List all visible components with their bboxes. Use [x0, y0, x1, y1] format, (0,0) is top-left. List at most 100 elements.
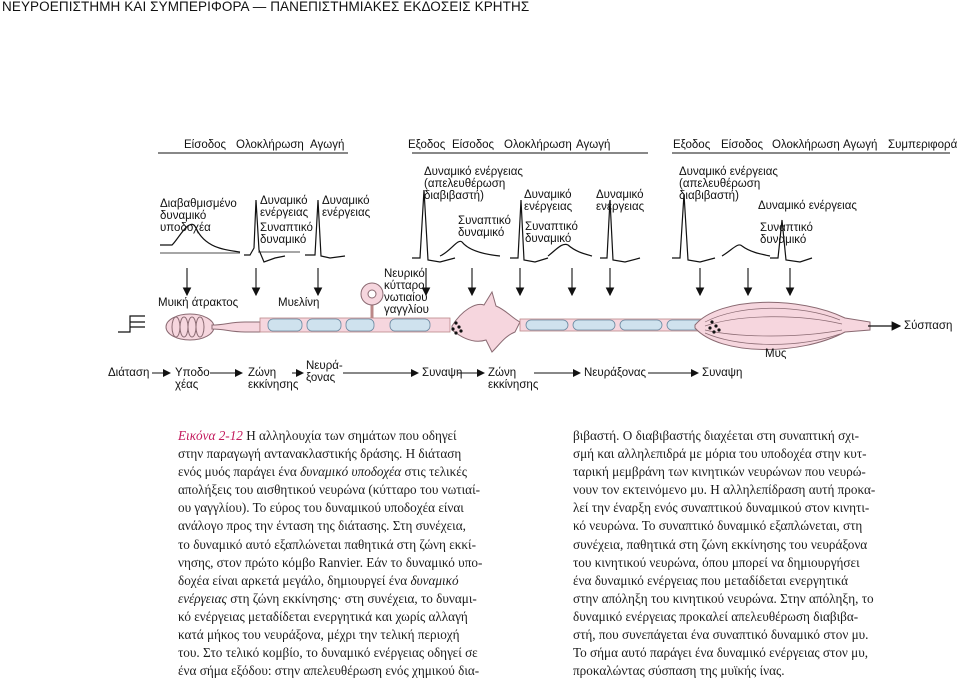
caption-text: του κινητικού νευρώνα, όπου μπορεί να δη… [573, 554, 860, 570]
caption-line: απολήξεις του αισθητικού νευρώνα (κύτταρ… [178, 481, 482, 499]
stage-output-2: Εξοδος [408, 139, 446, 151]
stage-output-3: Εξοδος [673, 139, 711, 151]
caption-line: στή, που συνεπάγεται ένα συναπτικό δυναμ… [573, 626, 875, 644]
caption-line: Το σήμα αυτό παράγει ένα δυναμικό ενέργε… [573, 644, 875, 662]
label-action-potential-4: Δυναμικό ενέργειας [596, 189, 645, 213]
label-contraction: Σύσπαση [904, 320, 953, 332]
stage-behavior: Συμπεριφορά [888, 139, 958, 151]
reflex-figure [118, 152, 950, 377]
caption-line: λεί την έναρξη ενός συναπτικού δυναμικού… [573, 499, 875, 517]
caption-text: λεί την έναρξη ενός συναπτικού δυναμικού… [573, 500, 870, 516]
caption-text: ου γαγγλίου). Το εύρος του δυναμικού υπο… [178, 500, 464, 516]
caption-text: κό ενέργειας μεταδίδεται ενεργητικά και … [178, 608, 468, 624]
caption-italic-term: δυναμικό υποδοχέα [300, 464, 402, 480]
label-graded-potential: Διαβαθμισμένο δυναμικό υποδοχέα [160, 198, 237, 234]
caption-text: Το σήμα αυτό παράγει ένα δυναμικό ενέργε… [573, 645, 869, 661]
label-synapse-1: Συναψη [422, 367, 463, 379]
caption-text: δυναμικό ενέργειας προκαλεί απελευθέρωση… [573, 608, 859, 624]
label-synaptic-potential-2: Συναπτικό δυναμικό [458, 215, 511, 239]
caption-text: συνέχεια, παθητικά στη ζώνη εκκίνησης το… [573, 536, 868, 552]
caption-line: συνέχεια, παθητικά στη ζώνη εκκίνησης το… [573, 536, 875, 554]
label-myelin: Μυελίνη [278, 297, 320, 309]
stretch-step [118, 315, 145, 333]
label-action-potential-5: Δυναμικό ενέργειας [758, 200, 857, 212]
caption-text: στη ζώνη εκκίνησης· στη συνέχεια, το δυν… [226, 590, 477, 606]
caption-text: στή, που συνεπάγεται ένα συναπτικό δυναμ… [573, 627, 869, 643]
label-trigger-zone-2: Ζώνη εκκίνησης [488, 367, 539, 391]
stage-input-1: Είσοδος [184, 139, 227, 151]
caption-line: προκαλώντας σύσπαση της μυϊκής ίνας. [573, 662, 875, 680]
motor-neuron [451, 290, 717, 353]
label-ap-release-1: Δυναμικό ενέργειας (απελευθέρωση διαβιβα… [424, 166, 523, 202]
caption-text: ένα δυναμικό ενέργειας που μεταδίδεται ε… [573, 572, 849, 588]
stage-input-3: Είσοδος [721, 139, 764, 151]
stage-conduction-1: Αγωγή [310, 139, 345, 151]
label-ganglion-cell: Νευρικό κύτταρο νωτιαίου γαγγλίου [384, 268, 429, 316]
muscle-drawing [694, 301, 871, 351]
caption-line: στην παραγωγή αντανακλαστικής δράσης. Η … [178, 445, 482, 463]
caption-text: ανάλογο προς την ένταση της διάτασης. Στ… [178, 518, 466, 534]
caption-line: ανάλογο προς την ένταση της διάτασης. Στ… [178, 517, 482, 535]
label-synaptic-potential-3: Συναπτικό δυναμικό [525, 221, 578, 245]
caption-text: το δυναμικό αυτό εξαπλώνεται παθητικά στ… [178, 536, 476, 552]
caption-line: ου γαγγλίου). Το εύρος του δυναμικού υπο… [178, 499, 482, 517]
label-action-potential-1: Δυναμικό ενέργειας [260, 195, 309, 219]
label-axon-2: Νευράξονας [584, 367, 647, 379]
caption-text: νουν τον εκτεινόμενο μυ. Η αλληλεπίδραση… [573, 482, 876, 498]
stage-integration-2: Ολοκλήρωση [504, 139, 572, 151]
caption-line: κατά μήκος του νευράξονα, μέχρι την τελι… [178, 626, 482, 644]
label-action-potential-2: Δυναμικό ενέργειας [322, 195, 371, 219]
running-header: ΝΕΥΡΟΕΠΙΣΤΗΜΗ ΚΑΙ ΣΥΜΠΕΡΙΦΟΡΑ — ΠΑΝΕΠΙΣΤ… [2, 0, 530, 14]
label-synaptic-potential-4: Συναπτικό δυναμικό [760, 222, 813, 246]
caption-line: στην απόληξη του κινητικού νευρώνα. Στην… [573, 590, 875, 608]
caption-text: σμή και αλληλεπιδρά με μόρια του υποδοχέ… [573, 446, 867, 462]
caption-text: απολήξεις του αισθητικού νευρώνα (κύτταρ… [178, 482, 481, 498]
label-trigger-zone-1: Ζώνη εκκίνησης [248, 367, 299, 391]
stage-integration-1: Ολοκλήρωση [236, 139, 304, 151]
sensory-axon [211, 282, 451, 333]
caption-line: κό ενέργειας μεταδίδεται ενεργητικά και … [178, 608, 482, 626]
caption-left-column: Εικόνα 2-12 Η αλληλουχία των σημάτων που… [178, 427, 482, 680]
caption-text: του. Στο τελικό κομβίο, το δυναμικό ενέρ… [178, 645, 478, 661]
label-action-potential-3: Δυναμικό ενέργειας [524, 189, 573, 213]
caption-line: σμή και αλληλεπιδρά με μόρια του υποδοχέ… [573, 445, 875, 463]
caption-line: δοχέα είναι αρκετά μεγάλο, δημιουργεί έν… [178, 572, 482, 590]
caption-line: βιβαστή. Ο διαβιβαστής διαχέεται στη συν… [573, 427, 875, 445]
caption-line: δυναμικό ενέργειας προκαλεί απελευθέρωση… [573, 608, 875, 626]
caption-line: το δυναμικό αυτό εξαπλώνεται παθητικά στ… [178, 536, 482, 554]
label-ap-release-2: Δυναμικό ενέργειας (απελευθέρωση διαβιβα… [679, 166, 778, 202]
caption-text: στις τελικές [401, 464, 467, 480]
caption-line: νησης, στον πρώτο κόμβο Ranvier. Εάν το … [178, 554, 482, 572]
label-synaptic-potential-1: Συναπτικό δυναμικό [260, 222, 313, 246]
caption-line: ενέργειας στη ζώνη εκκίνησης· στη συνέχε… [178, 590, 482, 608]
label-muscle: Μυς [765, 348, 787, 360]
flow-arrows [182, 268, 795, 297]
caption-line: ένα δυναμικό ενέργειας που μεταδίδεται ε… [573, 572, 875, 590]
caption-text: στην παραγωγή αντανακλαστικής δράσης. Η … [178, 446, 462, 462]
label-muscle-spindle: Μυική άτρακτος [158, 297, 239, 309]
caption-text: στην απόληξη του κινητικού νευρώνα. Στην… [573, 590, 874, 606]
figure-number: Εικόνα 2-12 [178, 428, 243, 443]
label-receptor: Υποδο- χέας [175, 367, 214, 391]
caption-text: Η αλληλουχία των σημάτων που οδηγεί [242, 428, 457, 443]
caption-line: του κινητικού νευρώνα, όπου μπορεί να δη… [573, 554, 875, 572]
caption-text: ταρική μεμβράνη των κινητικών νευρώνων π… [573, 464, 866, 480]
caption-line: νουν τον εκτεινόμενο μυ. Η αλληλεπίδραση… [573, 481, 875, 499]
caption-line: ένα σήμα εξόδου: στην απελευθέρωση ενός … [178, 662, 482, 680]
caption-text: ενός μυός παράγει ένα [178, 464, 301, 480]
caption-right-column: βιβαστή. Ο διαβιβαστής διαχέεται στη συν… [573, 427, 875, 680]
stage-integration-3: Ολοκλήρωση [772, 139, 840, 151]
caption-italic-term: δυναμικό [410, 572, 459, 588]
label-synapse-2: Συναψη [702, 367, 743, 379]
caption-text: κό νευρώνα. Το συναπτικό δυναμικό εξαπλώ… [573, 518, 863, 534]
caption-text: βιβαστή. Ο διαβιβαστής διαχέεται στη συν… [573, 428, 859, 443]
caption-line: Εικόνα 2-12 Η αλληλουχία των σημάτων που… [178, 427, 482, 445]
caption-line: ταρική μεμβράνη των κινητικών νευρώνων π… [573, 463, 875, 481]
stage-input-2: Είσοδος [452, 139, 495, 151]
stage-conduction-3: Αγωγή [843, 139, 878, 151]
muscle-spindle-drawing [165, 313, 215, 341]
label-stretch: Διάταση [108, 367, 150, 379]
caption-italic-term: ενέργειας [178, 590, 227, 606]
caption-line: κό νευρώνα. Το συναπτικό δυναμικό εξαπλώ… [573, 517, 875, 535]
caption-text: δοχέα είναι αρκετά μεγάλο, δημιουργεί έν… [178, 572, 411, 588]
